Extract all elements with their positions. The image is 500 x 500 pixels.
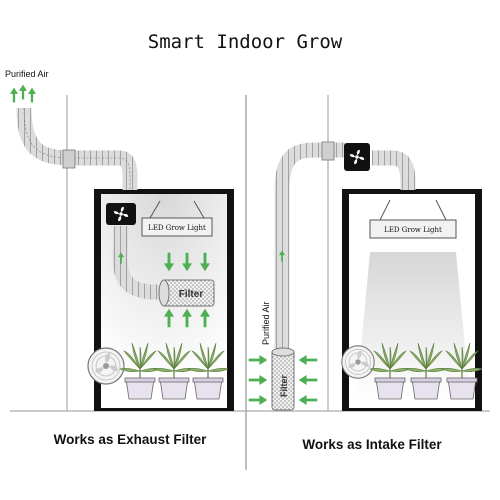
left-purified-air-label: Purified Air [5, 69, 49, 79]
right-intake-duct [274, 142, 345, 350]
airflow-left-arrow [298, 355, 318, 365]
right-clip-fan [341, 345, 375, 379]
filter-end-cap [158, 279, 170, 307]
airflow-right-arrow [248, 355, 268, 365]
left-purified-air-arrow [19, 84, 27, 100]
left-clip-fan [87, 347, 125, 385]
right-led-light [369, 219, 457, 239]
left-purified-air-arrow [10, 87, 18, 103]
airflow-right-arrow [248, 375, 268, 385]
led-hanger [379, 199, 391, 221]
right-wall-collar [321, 141, 335, 161]
led-hanger [193, 200, 205, 219]
airflow-left-arrow [298, 375, 318, 385]
left-led-light [141, 217, 213, 237]
left-panel: Purified Air LED Grow Light Filter Work [5, 69, 234, 447]
led-hanger [435, 199, 447, 221]
filter-end-cap [271, 347, 295, 357]
airflow-left-arrow [298, 395, 318, 405]
led-hanger [149, 200, 161, 219]
left-internal-duct [112, 225, 164, 300]
right-purified-air-label: Purified Air [261, 301, 271, 345]
right-led-label: LED Grow Light [384, 226, 442, 234]
right-filter-label: Filter [279, 374, 289, 397]
airflow-right-arrow [248, 395, 268, 405]
left-exhaust-duct [16, 107, 138, 191]
left-led-label: LED Grow Light [148, 224, 206, 232]
page-title: Smart Indoor Grow [148, 31, 343, 53]
right-caption: Works as Intake Filter [302, 437, 442, 452]
left-filter-label: Filter [179, 289, 204, 300]
left-purified-air-arrow [28, 87, 36, 103]
right-tent-duct [372, 150, 416, 191]
left-wall-collar [62, 149, 76, 169]
left-caption: Works as Exhaust Filter [54, 432, 208, 447]
right-panel: Purified Air Filter LED Grow Light Works… [248, 95, 482, 452]
